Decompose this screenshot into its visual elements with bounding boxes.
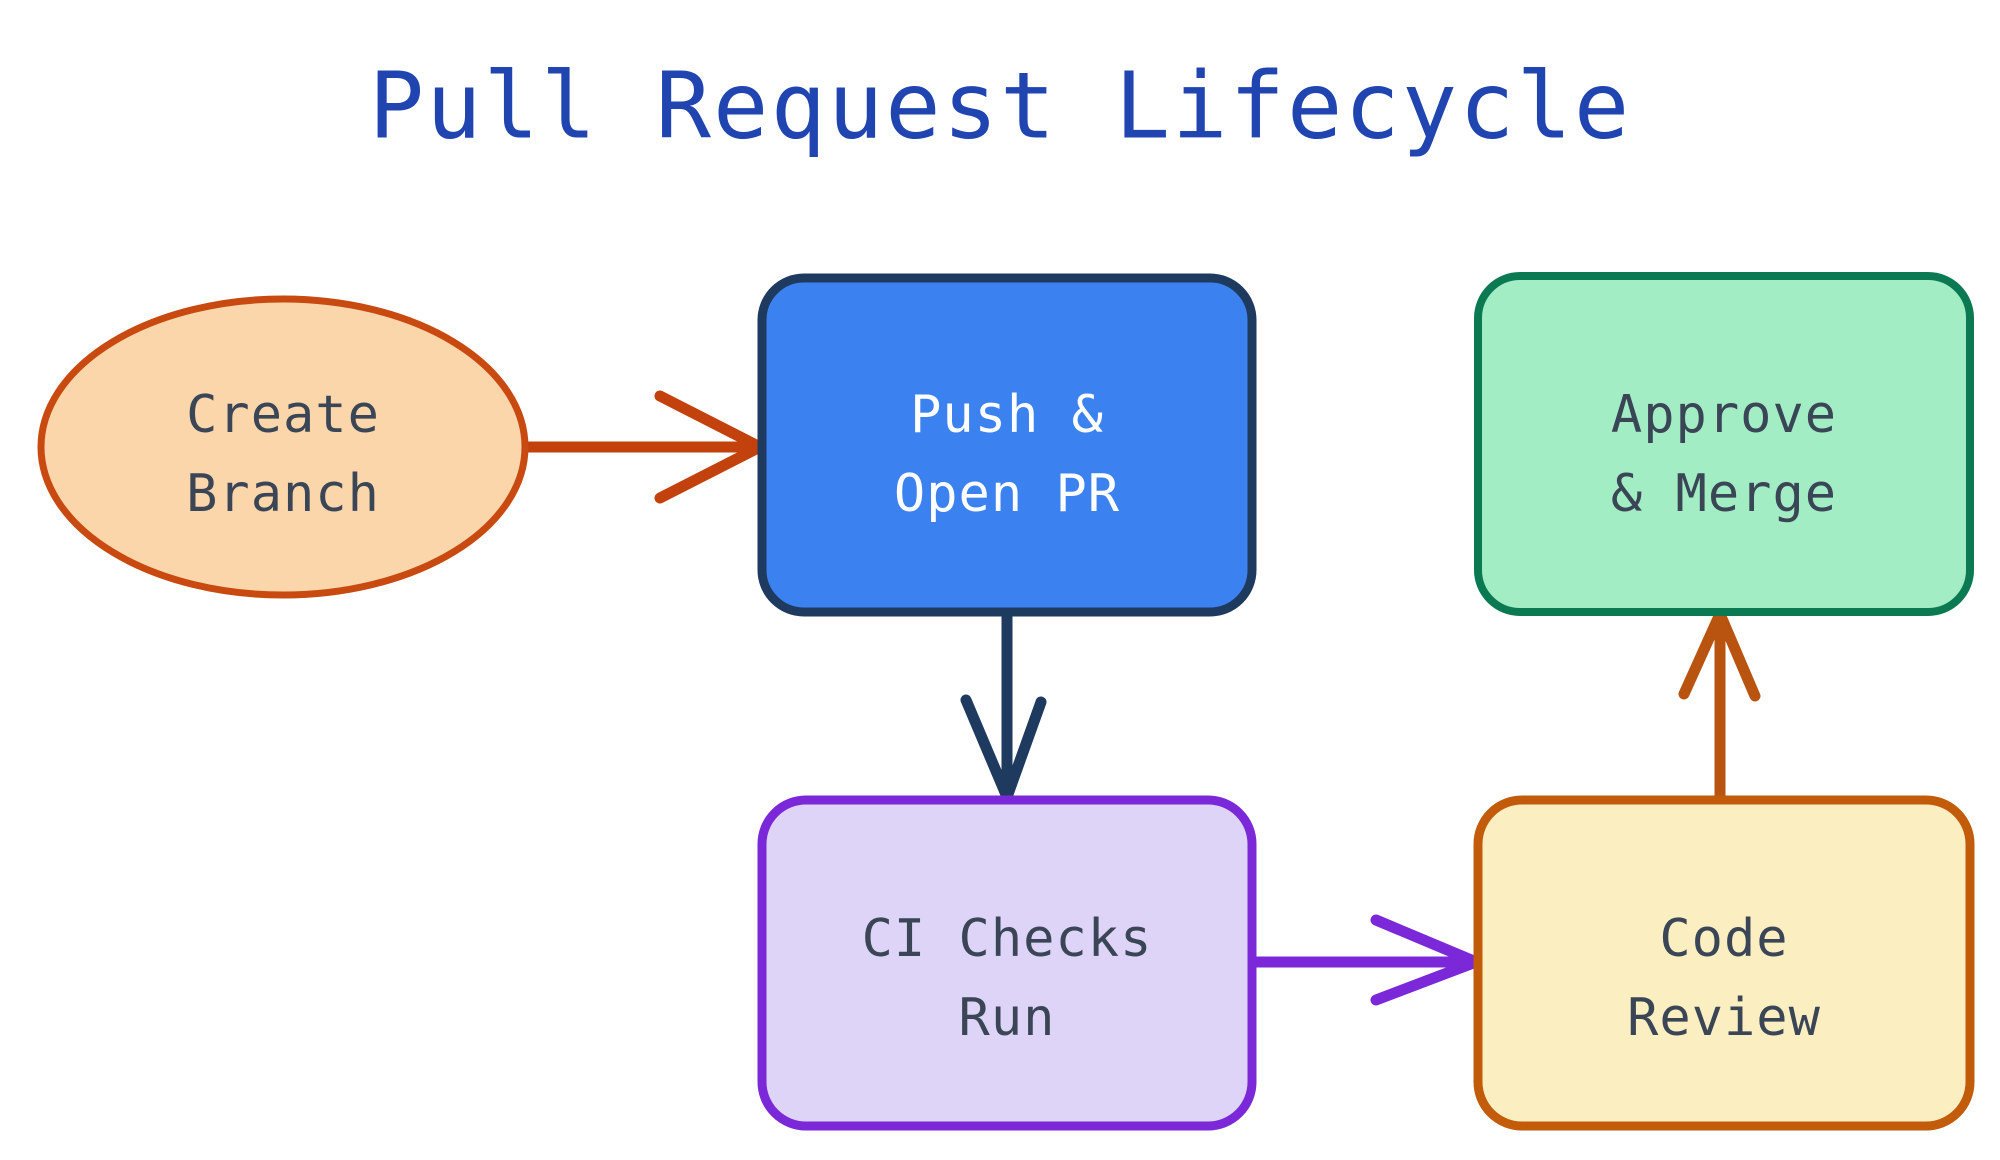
node-label-line2: Review [1627,988,1821,1048]
node-code-review[interactable]: Code Review [1473,795,1975,1131]
node-label-line1: Approve [1611,385,1837,445]
edge-ci-to-code-review [1250,914,1482,1006]
page-title: Pull Request Lifecycle [369,52,1632,159]
edge-code-review-to-approve [1678,608,1761,804]
node-label-line1: Code [1659,909,1788,969]
node-label-line2: & Merge [1611,464,1837,524]
edge-push-to-ci [960,606,1047,803]
node-label-line2: Branch [186,464,380,524]
node-shape-rect[interactable] [1473,795,1975,1131]
node-approve-merge[interactable]: Approve & Merge [1474,272,1974,616]
node-label-line2: Open PR [894,464,1120,524]
node-shape-rect[interactable] [757,795,1257,1131]
node-label-line1: CI Checks [862,909,1153,969]
node-label-line1: Push & [910,385,1104,445]
node-create-branch[interactable]: Create Branch [37,295,529,599]
node-push-open-pr[interactable]: Push & Open PR [757,273,1257,617]
node-shape-rect[interactable] [757,273,1257,617]
node-shape-rect[interactable] [1474,272,1974,616]
node-label-line2: Run [959,988,1056,1048]
node-ci-checks-run[interactable]: CI Checks Run [757,795,1257,1131]
node-shape-ellipse[interactable] [37,295,529,599]
edge-create-branch-to-push [522,390,766,504]
node-label-line1: Create [186,385,380,445]
